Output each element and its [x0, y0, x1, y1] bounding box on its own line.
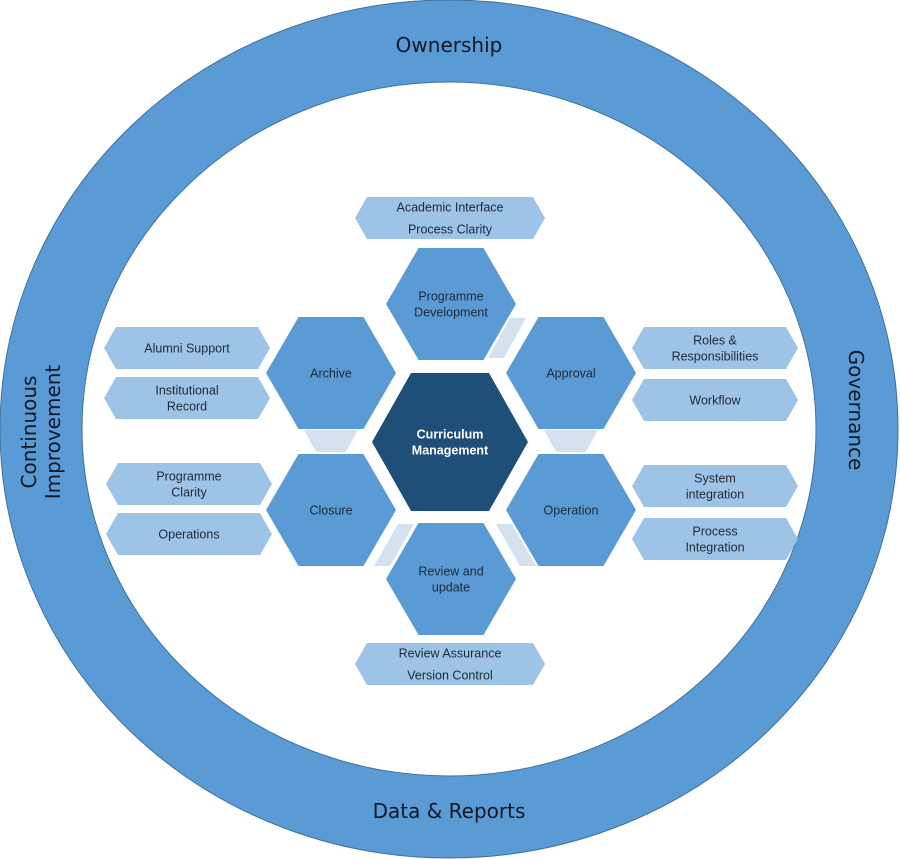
tag-label-bottom-1-line-2: Version Control: [407, 669, 492, 683]
stage-hexagon-shape: [506, 454, 636, 566]
tag-closure-2[interactable]: Operations: [106, 513, 272, 555]
tag-label-archive-2-line-2: Record: [167, 400, 207, 414]
tag-label-closure-2-line-1: Operations: [158, 528, 219, 542]
connector-2: [544, 430, 598, 452]
tag-shape: [104, 377, 270, 419]
tag-label-bottom-1-line-1: Review Assurance: [399, 647, 502, 661]
stage-hexagon-shape: [506, 317, 636, 429]
stage-hexagon-shape: [266, 317, 396, 429]
tag-shape: [632, 465, 798, 507]
ring-label-governance: Governance: [844, 350, 868, 471]
stages-group: ProgrammeDevelopmentApprovalOperationRev…: [266, 248, 636, 635]
tag-label-operation-1-line-1: System: [694, 472, 736, 486]
connector-5: [304, 430, 358, 452]
stage-label-review-and-update-line-1: Review and: [418, 565, 483, 579]
stage-hexagon-review-and-update[interactable]: Review and update: [386, 523, 516, 635]
stage-label-programme-development-line-1: Programme: [418, 290, 483, 304]
connector-1: [488, 318, 526, 358]
ring-label-left-line-2: Improvement: [41, 365, 65, 500]
connector-4: [374, 524, 414, 566]
tag-label-approval-1-line-1: Roles &: [693, 334, 737, 348]
ring-label-left-line-1: Continuous: [17, 376, 41, 489]
tag-label-closure-1-line-2: Clarity: [171, 486, 207, 500]
tag-shape: [355, 643, 545, 685]
center-label-line-1: Curriculum: [417, 428, 484, 442]
tag-approval-1[interactable]: Roles & Responsibilities: [632, 327, 798, 369]
tag-label-operation-2-line-2: Integration: [685, 541, 744, 555]
tag-shape: [632, 518, 798, 560]
tag-label-operation-2-line-1: Process: [692, 525, 737, 539]
ring-label-data-reports: Data & Reports: [373, 799, 526, 823]
tag-label-approval-1-line-2: Responsibilities: [672, 350, 759, 364]
stage-hexagon-shape: [386, 523, 516, 635]
stage-label-programme-development-line-2: Development: [414, 306, 488, 320]
stage-hexagon-shape: [266, 454, 396, 566]
tag-label-closure-1-line-1: Programme: [156, 470, 221, 484]
stage-hexagon-operation[interactable]: Operation: [506, 454, 636, 566]
tag-approval-2[interactable]: Workflow: [632, 379, 798, 421]
connectors: [304, 318, 598, 566]
tag-label-approval-2-line-1: Workflow: [689, 394, 741, 408]
ring-label-continuous-improvement: Continuous Improvement: [17, 365, 65, 500]
stage-hexagon-approval[interactable]: Approval: [506, 317, 636, 429]
tag-label-top-1-line-2: Process Clarity: [408, 223, 493, 237]
connector-3: [496, 524, 536, 566]
tag-shape: [632, 327, 798, 369]
stage-label-operation-line-1: Operation: [544, 504, 599, 518]
stage-label-review-and-update-line-2: update: [432, 581, 470, 595]
tag-shape: [106, 463, 272, 505]
tag-label-archive-2-line-1: Institutional: [155, 384, 218, 398]
center-hexagon-shape: [372, 373, 528, 511]
tag-label-operation-1-line-2: integration: [686, 488, 744, 502]
tag-operation-1[interactable]: System integration: [632, 465, 798, 507]
stage-label-approval-line-1: Approval: [546, 367, 595, 381]
stage-hexagon-closure[interactable]: Closure: [266, 454, 396, 566]
stage-label-closure-line-1: Closure: [309, 504, 352, 518]
ring-label-ownership: Ownership: [396, 33, 503, 57]
tag-label-top-1-line-1: Academic Interface: [397, 201, 504, 215]
tag-archive-1[interactable]: Alumni Support: [104, 327, 270, 369]
tag-shape: [632, 379, 798, 421]
stage-hexagon-shape: [386, 248, 516, 360]
tag-shape: [355, 197, 545, 239]
center-label-line-2: Management: [412, 444, 489, 458]
stage-label-archive-line-1: Archive: [310, 367, 352, 381]
stage-hexagon-archive[interactable]: Archive: [266, 317, 396, 429]
tag-shape: [106, 513, 272, 555]
tag-shape: [104, 327, 270, 369]
tag-label-archive-1-line-1: Alumni Support: [144, 342, 230, 356]
